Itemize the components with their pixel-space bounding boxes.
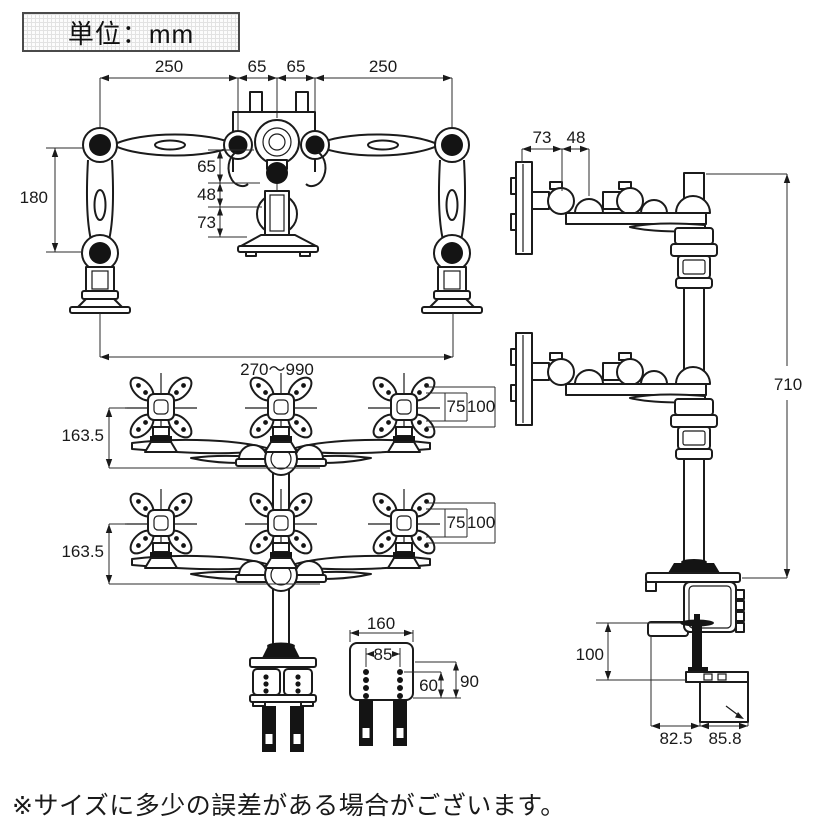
unit-label: 単位：mm xyxy=(67,18,195,49)
dim-pole-height: 710 xyxy=(774,375,802,394)
dim-upper-drop: 163.5 xyxy=(61,426,104,445)
dim-top-span-left: 250 xyxy=(155,57,183,76)
dim-lower-vesa100: 100 xyxy=(467,513,495,532)
center-hub xyxy=(254,119,300,165)
clamp-screw-shaft xyxy=(692,626,702,672)
base-screw-left xyxy=(359,700,373,746)
desk-edge-outline xyxy=(699,681,749,723)
base-screw-right xyxy=(393,700,407,746)
left-grommet-base xyxy=(69,306,131,314)
base-hole-detail: 160 85 60 90 xyxy=(349,614,479,746)
top-view-drawing: 250 65 65 250 xyxy=(20,57,483,379)
dim-upper-vesa100: 100 xyxy=(467,397,495,416)
dim-hole-span: 85 xyxy=(374,645,393,664)
dim-outer-height: 90 xyxy=(460,672,479,691)
clamp-top-jaw xyxy=(645,572,741,583)
dim-top-span-right: 250 xyxy=(369,57,397,76)
dim-base-width: 160 xyxy=(367,614,395,633)
dim-inner-height: 60 xyxy=(419,676,438,695)
front-view-drawing: 163.5 75 100 163.5 75 100 xyxy=(61,372,496,752)
dim-base: 73 xyxy=(197,213,216,232)
side-view-drawing: 73 48 710 xyxy=(510,128,802,748)
clamp-top-plate-front xyxy=(249,657,317,668)
dim-top-span-mid-right: 65 xyxy=(287,57,306,76)
dim-base-depth-front: 82.5 xyxy=(659,729,692,748)
footnote: ※サイズに多少の誤差がある場合がございます。 xyxy=(12,792,566,820)
dim-head-depth: 73 xyxy=(533,128,552,147)
dim-lower-drop: 163.5 xyxy=(61,542,104,561)
dim-extension-range: 270〜990 xyxy=(240,360,314,379)
dim-lower-vesa75: 75 xyxy=(447,513,466,532)
dim-top-span-mid-left: 65 xyxy=(248,57,267,76)
clamp-screw-left xyxy=(262,706,276,752)
dim-joint-depth: 48 xyxy=(567,128,586,147)
dim-stem: 48 xyxy=(197,185,216,204)
dim-clamp-range: 100 xyxy=(576,645,604,664)
upper-center-vesa xyxy=(244,372,318,453)
clamp-screw-right xyxy=(290,706,304,752)
right-grommet-base xyxy=(421,306,483,314)
dim-base-depth-rear: 85.8 xyxy=(708,729,741,748)
unit-label-box: 単位：mm xyxy=(22,12,240,52)
dim-head-offset: 65 xyxy=(197,157,216,176)
dim-upper-vesa75: 75 xyxy=(447,397,466,416)
clamp-bottom-bracket xyxy=(685,671,749,683)
lower-center-vesa xyxy=(244,488,318,569)
dim-arm-drop: 180 xyxy=(20,188,48,207)
